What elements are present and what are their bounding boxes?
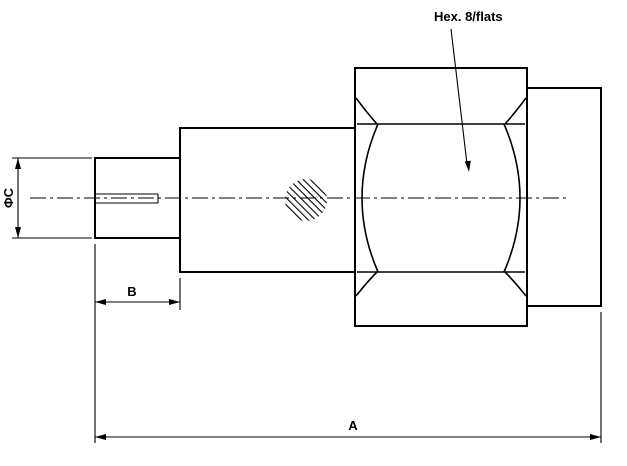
dim-a-arrow-left [95,434,106,440]
hatch-section-circle [285,179,327,221]
hex-leader-arrow [464,160,471,172]
hex-top-left-chamfer-arc [355,97,378,125]
dim-a-arrow-right [590,434,601,440]
dim-a-label: A [348,418,358,433]
dim-c-arrow-bottom [15,227,21,238]
hex-callout: Hex. 8/flats [434,9,503,172]
dimension-b: B [94,244,181,443]
dimension-diameter-c: ΦC [1,157,92,239]
end-cap-outline [526,87,602,307]
hex-bottom-left-chamfer-arc [355,271,378,297]
hex-label: Hex. 8/flats [434,9,503,24]
dim-b-label: B [127,284,136,299]
dim-c-arrow-top [15,158,21,169]
hex-nut-outline [354,67,528,327]
body-outline [179,127,356,273]
hex-bottom-right-chamfer-arc [504,271,527,297]
hex-top-right-chamfer-arc [504,97,527,125]
dim-b-arrow-left [95,299,106,305]
dim-b-arrow-right [169,299,180,305]
connector-body-group [94,67,602,327]
dim-c-label: ΦC [1,187,16,208]
dimension-a: A [95,312,602,443]
hex-leader-line [450,28,468,165]
